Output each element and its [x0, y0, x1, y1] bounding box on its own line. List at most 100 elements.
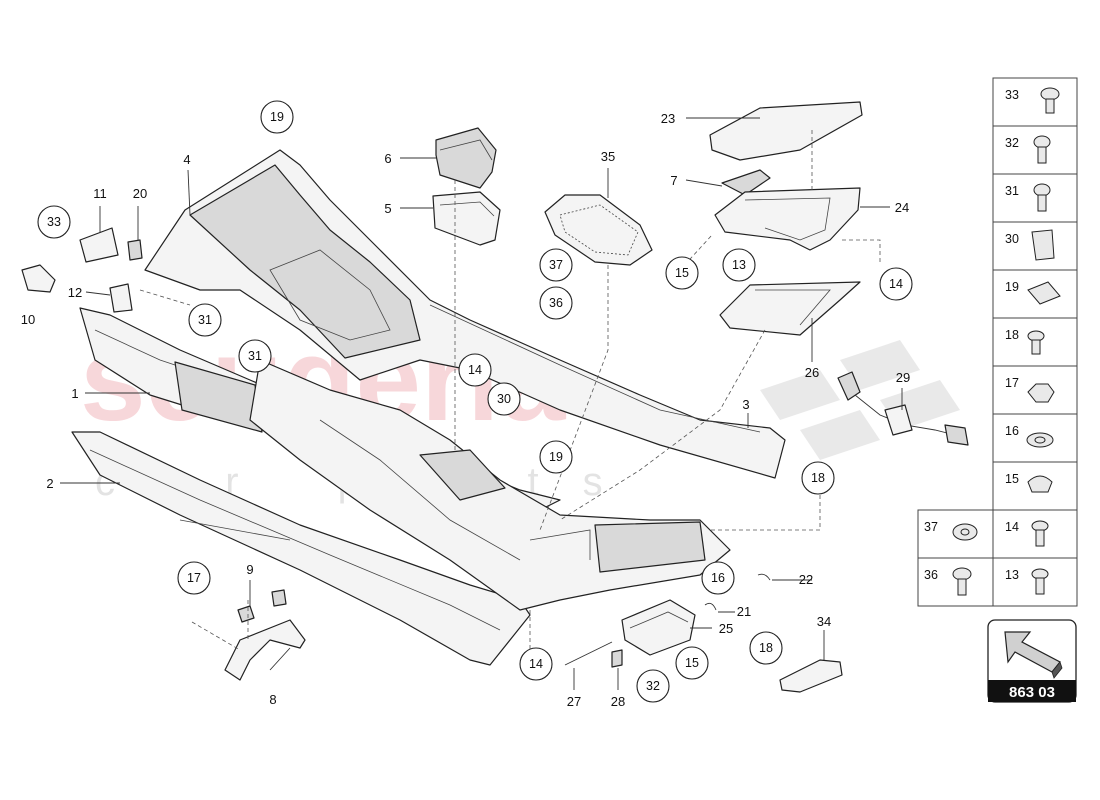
label-4: 4 [183, 152, 190, 167]
leader-lines [60, 117, 903, 690]
callout-36: 36 [539, 286, 573, 320]
callout-19-lower: 19 [539, 440, 573, 474]
label-22: 22 [799, 572, 813, 587]
callout-33: 33 [37, 205, 71, 239]
part-20-clip [127, 239, 143, 261]
screw-icon [952, 567, 972, 596]
callout-32: 32 [636, 669, 670, 703]
part-9-nut [237, 589, 287, 623]
part-7-hinge [721, 169, 771, 196]
callout-19-lower-text: 19 [549, 450, 563, 464]
table-row-30: 30 [1005, 232, 1019, 246]
callout-31-upper-text: 31 [198, 313, 212, 327]
part-2-lower-trim [71, 431, 531, 666]
callout-14-bottom: 14 [519, 647, 553, 681]
callout-32-text: 32 [646, 679, 660, 693]
part-11-bracket [79, 227, 119, 263]
watermark-checker [760, 340, 960, 460]
part-34-bracket [779, 659, 843, 693]
label-10: 10 [21, 312, 35, 327]
label-21: 21 [737, 604, 751, 619]
callout-31-lower-text: 31 [248, 349, 262, 363]
callout-14-mid-text: 14 [468, 363, 482, 377]
screw-icon [1027, 330, 1045, 355]
table-row-14: 14 [1005, 520, 1019, 534]
callout-14-mid: 14 [458, 353, 492, 387]
table-row-15: 15 [1005, 472, 1019, 486]
part-35-grille [544, 194, 653, 266]
callout-30: 30 [487, 382, 521, 416]
nut-icon [1027, 383, 1055, 403]
callout-15-upper: 15 [665, 256, 699, 290]
callout-31-lower: 31 [238, 339, 272, 373]
table-row-33: 33 [1005, 88, 1019, 102]
part-4-console-body [144, 149, 786, 479]
callout-18-bottom-text: 18 [759, 641, 773, 655]
label-27: 27 [567, 694, 581, 709]
table-row-16: 16 [1005, 424, 1019, 438]
label-25: 25 [719, 621, 733, 636]
label-24: 24 [895, 200, 909, 215]
table-row-19: 19 [1005, 280, 1019, 294]
callout-37-text: 37 [549, 258, 563, 272]
label-9: 9 [246, 562, 253, 577]
callout-16: 16 [701, 561, 735, 595]
callout-15-lower-text: 15 [685, 656, 699, 670]
label-23: 23 [661, 111, 675, 126]
part-6-insert [435, 127, 497, 189]
callout-17-text: 17 [187, 571, 201, 585]
part-26-storage-tray [719, 281, 861, 336]
screw-icon [1031, 568, 1049, 595]
label-2: 2 [46, 476, 53, 491]
part-10-clip [21, 264, 56, 293]
label-5: 5 [384, 201, 391, 216]
callout-19-top-text: 19 [270, 110, 284, 124]
label-26: 26 [805, 365, 819, 380]
label-7: 7 [670, 173, 677, 188]
table-row-32: 32 [1005, 136, 1019, 150]
part-labels: 4 11 20 12 10 1 2 6 5 35 23 7 24 26 29 3… [21, 111, 910, 709]
reference-lines [139, 130, 881, 651]
part-23-armrest-lid [709, 101, 863, 161]
callout-18-right: 18 [801, 461, 835, 495]
callout-33-text: 33 [47, 215, 61, 229]
callout-30-text: 30 [497, 392, 511, 406]
washer-icon [952, 523, 978, 541]
table-row-36: 36 [924, 568, 938, 582]
part-29-socket-cable [837, 371, 969, 446]
table-row-18: 18 [1005, 328, 1019, 342]
clip-icon [1031, 229, 1055, 261]
callout-13: 13 [722, 248, 756, 282]
screw-icon [1033, 183, 1051, 212]
callout-15-upper-text: 15 [675, 266, 689, 280]
callout-31-upper: 31 [188, 303, 222, 337]
part-5-tray [432, 191, 501, 246]
arrow-up-left-icon [1004, 631, 1063, 679]
label-35: 35 [601, 149, 615, 164]
label-20: 20 [133, 186, 147, 201]
table-row-17: 17 [1005, 376, 1019, 390]
callout-36-text: 36 [549, 296, 563, 310]
part-22-spring [757, 573, 771, 581]
table-row-13: 13 [1005, 568, 1019, 582]
part-12-bracket [109, 283, 133, 313]
callout-13-text: 13 [732, 258, 746, 272]
table-row-31: 31 [1005, 184, 1019, 198]
part-27-rod [564, 641, 613, 666]
callout-14-bottom-text: 14 [529, 657, 543, 671]
clip-icon [1027, 475, 1053, 493]
label-29: 29 [896, 370, 910, 385]
label-1: 1 [71, 386, 78, 401]
clip-nut-icon [1027, 281, 1061, 305]
screw-icon [1031, 520, 1049, 547]
screw-icon [1040, 87, 1060, 114]
callout-14-right: 14 [879, 267, 913, 301]
callout-16-text: 16 [711, 571, 725, 585]
callout-17: 17 [177, 561, 211, 595]
callout-19-top: 19 [260, 100, 294, 134]
part-28-pin [611, 649, 623, 668]
callout-18-right-text: 18 [811, 471, 825, 485]
part-8-bracket [224, 619, 306, 681]
callout-15-lower: 15 [675, 646, 709, 680]
